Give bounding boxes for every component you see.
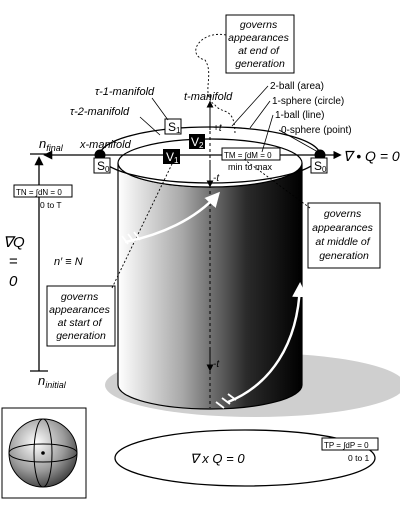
s0-left-box — [93, 157, 111, 174]
callout-end-text: governs appearances at end of generation — [228, 19, 292, 70]
callout-middle-leader — [244, 159, 311, 209]
s0-right-label: S0 — [314, 159, 327, 174]
tau2-leader — [139, 116, 161, 136]
ball2-label: 2-ball (area) — [270, 81, 324, 92]
s0-right-box — [310, 157, 328, 174]
sphere0-leader — [278, 129, 319, 153]
nabla-q-zero: 0 — [9, 273, 18, 290]
tm-range: min to max — [228, 162, 273, 172]
ball2-leader — [231, 85, 269, 127]
callout-start-leader — [111, 163, 173, 289]
ball1-label: 1-ball (line) — [275, 110, 324, 121]
tp-range: 0 to 1 — [348, 453, 370, 463]
x-manifold-label: x-manifold — [79, 139, 132, 151]
sphere1-label: 1-sphere (circle) — [272, 96, 344, 107]
tp-formula: TP = ∫dP = 0 — [324, 441, 369, 450]
tn-formula-box — [13, 184, 73, 198]
n-initial-label: ninitial — [38, 373, 67, 390]
tn-formula: TN = ∫dN = 0 — [16, 188, 62, 197]
callout-start-box — [46, 285, 116, 347]
sphere-center-dot — [41, 451, 45, 455]
tm-formula-box — [221, 147, 281, 161]
v2-box — [189, 134, 205, 149]
tau1-label: τ-1-manifold — [95, 86, 155, 98]
n-prime-bg — [52, 254, 96, 268]
sphere1-leader — [249, 100, 271, 129]
n-prime-label: n′ ≡ N — [54, 256, 83, 268]
nabla-q-equals: = — [9, 253, 18, 270]
sphere-meridian — [33, 418, 53, 488]
plus-t-label: +t — [213, 123, 223, 134]
ball1-leader — [261, 114, 274, 153]
v1-label: V1 — [166, 150, 179, 165]
s1-box — [164, 118, 182, 135]
white-feather-upper — [121, 231, 141, 245]
s0-left-label: S0 — [97, 159, 110, 174]
curl-q-label: ∇ x Q = 0 — [190, 451, 245, 466]
v2-label: V2 — [191, 135, 204, 150]
minus-t-label-low: -t — [213, 359, 220, 370]
tm-formula: TM = ∫dM = 0 — [224, 151, 272, 160]
bottom-orbit — [114, 429, 376, 487]
tau1-leader — [151, 97, 169, 121]
tau2-label: τ-2-manifold — [70, 106, 130, 118]
callout-middle-text: governs appearances at middle of generat… — [312, 208, 376, 262]
tp-formula-box — [321, 437, 379, 451]
white-arrow-upper — [124, 191, 220, 244]
v1-box — [163, 149, 180, 164]
white-feather-lower — [215, 393, 237, 409]
nabla-q-label: ∇Q — [3, 234, 25, 251]
minus-t-label-mid: -t — [213, 173, 220, 184]
sphere0-label: 0-sphere (point) — [281, 125, 352, 136]
callout-middle-box — [307, 202, 381, 269]
div-q-label: ∇ • Q = 0 — [343, 148, 400, 164]
callout-end-box — [225, 14, 295, 74]
tn-range: 0 to T — [40, 200, 62, 210]
callout-start-text: governs appearances at start of generati… — [49, 291, 113, 342]
s1-label: S1 — [168, 120, 181, 135]
n-final-label: nfinal — [39, 136, 64, 153]
nabla-q-bg — [2, 230, 32, 290]
white-arrow-lower — [227, 282, 308, 404]
callout-end-leader — [195, 33, 236, 136]
sphere-equator — [8, 443, 78, 463]
